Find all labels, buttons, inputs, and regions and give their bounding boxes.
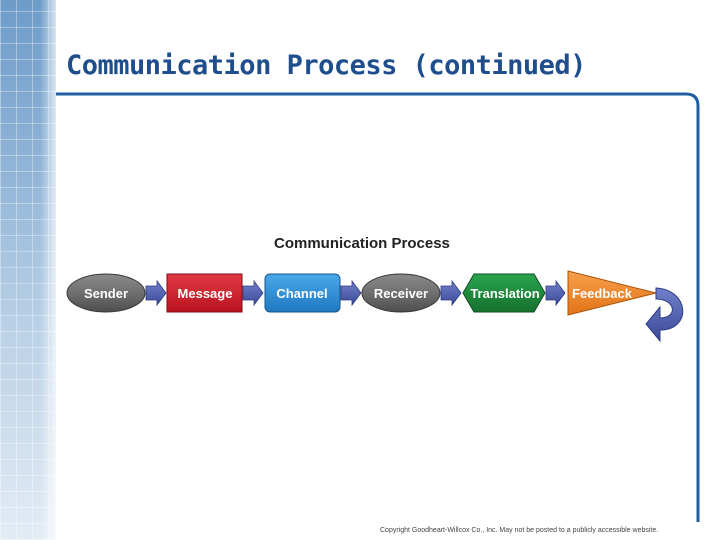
step-sender: Sender xyxy=(66,273,146,313)
step-receiver: Receiver xyxy=(361,273,441,313)
title-underline-frame xyxy=(56,92,700,522)
translation-label: Translation xyxy=(470,286,539,301)
connector-arrow xyxy=(545,279,566,307)
page-title: Communication Process (continued) xyxy=(66,50,586,81)
message-shape xyxy=(166,273,243,313)
connector-arrow xyxy=(145,279,167,307)
channel-label: Channel xyxy=(276,286,327,301)
connector-arrow xyxy=(340,279,362,307)
feedback-loop-arrow xyxy=(645,287,684,343)
receiver-shape xyxy=(361,273,441,313)
diagram-title: Communication Process xyxy=(274,235,450,252)
connector-arrow xyxy=(242,279,264,307)
step-feedback: Feedback xyxy=(567,270,657,316)
decorative-side-strip-fade xyxy=(40,0,60,540)
translation-shape xyxy=(462,273,546,313)
step-message: Message xyxy=(166,273,243,313)
connector-arrow xyxy=(440,279,462,307)
sender-label: Sender xyxy=(84,286,128,301)
feedback-label: Feedback xyxy=(572,286,633,301)
feedback-shape xyxy=(567,270,657,316)
channel-shape xyxy=(264,273,341,313)
copyright-notice: Copyright Goodheart-Willcox Co., Inc. Ma… xyxy=(380,527,659,534)
step-translation: Translation xyxy=(462,273,546,313)
step-channel: Channel xyxy=(264,273,341,313)
receiver-label: Receiver xyxy=(374,286,428,301)
message-label: Message xyxy=(178,286,233,301)
sender-shape xyxy=(66,273,146,313)
